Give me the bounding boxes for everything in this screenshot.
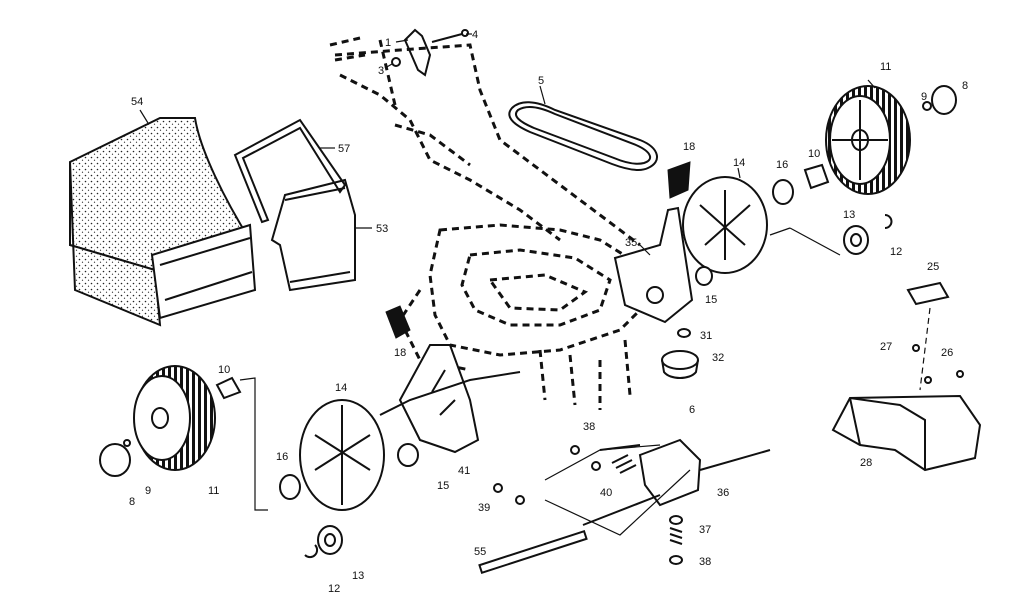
callout-26: 26	[941, 347, 953, 359]
callout-35: 35	[625, 237, 637, 249]
callout-41: 41	[458, 465, 470, 477]
rear-baffle	[831, 281, 982, 472]
drive-belt	[508, 85, 658, 172]
callout-10-left: 10	[218, 364, 230, 376]
callout-53: 53	[376, 223, 388, 235]
callout-12-left: 12	[328, 583, 340, 595]
callout-11-right: 11	[880, 61, 891, 73]
right-height-adjuster	[613, 161, 713, 379]
left-wheel-assembly	[99, 305, 521, 559]
callout-8-left: 8	[129, 496, 135, 508]
callout-12-right: 12	[890, 246, 902, 258]
callout-39: 39	[478, 502, 490, 514]
callout-40: 40	[600, 487, 612, 499]
callout-13-right: 13	[843, 209, 855, 221]
callout-9-right: 9	[921, 91, 927, 103]
callout-1: 1	[385, 37, 391, 49]
callout-25: 25	[927, 261, 939, 273]
callout-54: 54	[131, 96, 143, 108]
callout-15-right: 15	[705, 294, 717, 306]
callout-4: 4	[472, 29, 478, 41]
callout-6: 6	[689, 404, 695, 416]
callout-15-left: 15	[437, 480, 449, 492]
callout-3: 3	[378, 65, 384, 77]
callout-18-right: 18	[683, 141, 695, 153]
callout-16-left: 16	[276, 451, 288, 463]
callout-28: 28	[860, 457, 872, 469]
callout-31: 31	[700, 330, 712, 342]
handle-control-parts	[384, 28, 472, 77]
callout-18-left: 18	[394, 347, 406, 359]
callout-14-right: 14	[733, 157, 745, 169]
callout-13-left: 13	[352, 570, 364, 582]
callout-10-right: 10	[808, 148, 820, 160]
catcher-frame	[233, 118, 372, 292]
grass-catcher-bag	[69, 109, 257, 327]
mower-outline-dashed	[329, 36, 652, 410]
callout-16-right: 16	[776, 159, 788, 171]
callout-11-left: 11	[208, 485, 219, 497]
callout-14-left: 14	[335, 382, 347, 394]
right-wheel-assembly	[682, 79, 957, 274]
callout-36: 36	[717, 487, 729, 499]
callout-38-bottom: 38	[699, 556, 711, 568]
callout-55: 55	[474, 546, 486, 558]
callout-32: 32	[712, 352, 724, 364]
callout-27: 27	[880, 341, 892, 353]
transmission-assembly	[478, 438, 771, 575]
callout-57: 57	[338, 143, 350, 155]
callout-5: 5	[538, 75, 544, 87]
callout-8-right: 8	[962, 80, 968, 92]
callout-9-left: 9	[145, 485, 151, 497]
callout-37: 37	[699, 524, 711, 536]
callout-38-top: 38	[583, 421, 595, 433]
callout-labels: 1 3 4 5 54 57 53 18 14 16 10 11 9 8 13 1…	[129, 29, 968, 595]
